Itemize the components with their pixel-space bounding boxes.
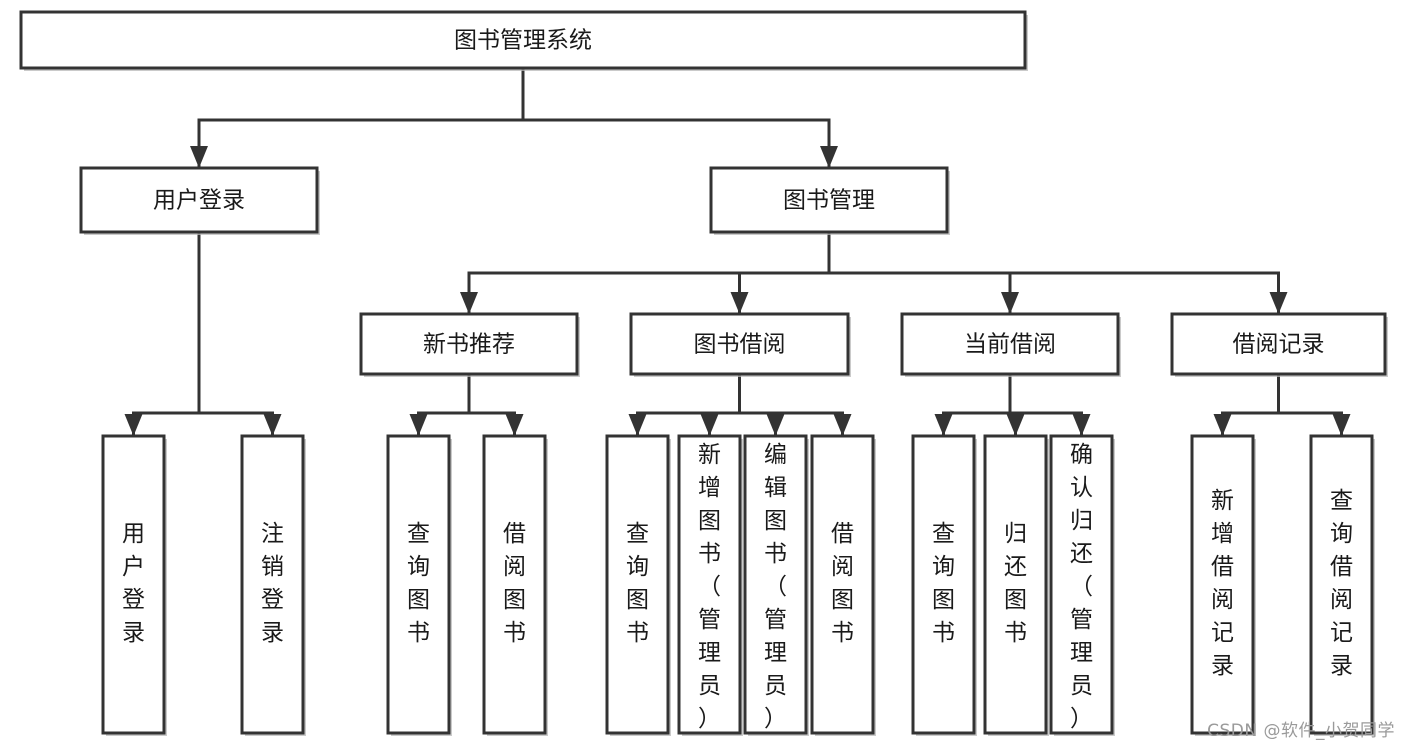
node-book-borrow[interactable]: 图书借阅 [629, 312, 851, 377]
arrowhead-to-leaf-user-logout [263, 414, 282, 436]
node-book-management[interactable]: 图书管理 [709, 166, 950, 235]
arrowhead-to-leaf-add-book [700, 414, 719, 436]
node-new-book-recommend[interactable]: 新书推荐 [359, 312, 580, 377]
node-label: 新书推荐 [423, 332, 515, 358]
node-leaf-add-borrow-record[interactable]: 新增借阅记录 [1190, 434, 1256, 736]
connector-layer [124, 66, 1351, 437]
node-label: 查询图书 [626, 521, 649, 646]
arrowhead-to-borrow-record [1269, 292, 1288, 314]
arrowhead-to-leaf-query-borrow-record [1332, 414, 1351, 436]
arrowhead-to-leaf-borrow-book-1 [505, 414, 524, 436]
arrowhead-to-leaf-return-book [1006, 414, 1025, 436]
node-rect[interactable] [101, 434, 166, 735]
node-label: 查询图书 [932, 521, 955, 646]
node-leaf-add-book[interactable]: 新增图书（管理员） [677, 434, 743, 736]
arrowhead-to-leaf-add-borrow-record [1213, 414, 1232, 436]
node-leaf-borrow-book-1[interactable]: 借阅图书 [482, 434, 548, 736]
node-rect[interactable] [1309, 434, 1374, 735]
arrowhead-to-user-login [190, 146, 208, 168]
node-layer: 图书管理系统用户登录图书管理新书推荐图书借阅当前借阅借阅记录用户登录注销登录查询… [19, 10, 1388, 736]
node-label: 图书管理 [783, 188, 875, 214]
node-label: 图书借阅 [694, 332, 786, 358]
arrowhead-to-leaf-query-book-2 [628, 414, 647, 436]
node-label: 注销登录 [261, 521, 284, 646]
node-leaf-borrow-book-2[interactable]: 借阅图书 [810, 434, 876, 736]
arrowhead-to-leaf-query-book-3 [934, 414, 953, 436]
node-label: 确认归还（管理员） [1070, 442, 1093, 732]
arrowhead-to-book-borrow [730, 292, 749, 314]
node-rect[interactable] [743, 434, 808, 735]
arrowhead-to-leaf-confirm-return [1072, 414, 1091, 436]
node-leaf-confirm-return[interactable]: 确认归还（管理员） [1049, 434, 1115, 736]
node-rect[interactable] [1049, 434, 1114, 735]
node-rect[interactable] [810, 434, 875, 735]
node-leaf-edit-book[interactable]: 编辑图书（管理员） [743, 434, 809, 736]
node-label: 新增图书（管理员） [698, 442, 721, 732]
node-leaf-user-logout[interactable]: 注销登录 [240, 434, 306, 736]
node-label: 新增借阅记录 [1211, 488, 1234, 679]
node-rect[interactable] [709, 166, 949, 234]
node-rect[interactable] [19, 10, 1027, 70]
node-rect[interactable] [1190, 434, 1255, 735]
node-rect[interactable] [79, 166, 319, 234]
node-label: 归还图书 [1004, 521, 1027, 646]
node-rect[interactable] [605, 434, 670, 735]
node-rect[interactable] [983, 434, 1048, 735]
node-leaf-query-book-2[interactable]: 查询图书 [605, 434, 671, 736]
node-leaf-return-book[interactable]: 归还图书 [983, 434, 1049, 736]
node-current-borrow[interactable]: 当前借阅 [900, 312, 1121, 377]
arrowhead-to-current-borrow [1001, 292, 1019, 314]
node-label: 借阅图书 [831, 521, 854, 646]
arrowhead-to-leaf-edit-book [766, 414, 785, 436]
node-rect[interactable] [900, 312, 1120, 376]
node-borrow-record[interactable]: 借阅记录 [1170, 312, 1388, 377]
node-label: 查询图书 [407, 521, 430, 646]
node-label: 用户登录 [122, 521, 145, 646]
node-rect[interactable] [1170, 312, 1387, 376]
node-label: 查询借阅记录 [1330, 488, 1353, 679]
arrowhead-to-leaf-query-book-1 [409, 414, 428, 436]
node-leaf-query-book-3[interactable]: 查询图书 [911, 434, 977, 736]
node-leaf-query-book-1[interactable]: 查询图书 [386, 434, 452, 736]
arrowhead-to-leaf-user-login [124, 414, 143, 436]
node-rect[interactable] [386, 434, 451, 735]
node-label: 借阅记录 [1233, 332, 1325, 358]
node-rect[interactable] [240, 434, 305, 735]
node-label: 用户登录 [153, 188, 245, 214]
arrowhead-to-leaf-borrow-book-2 [833, 414, 852, 436]
node-label: 当前借阅 [964, 332, 1056, 358]
node-leaf-user-login[interactable]: 用户登录 [101, 434, 167, 736]
node-user-login[interactable]: 用户登录 [79, 166, 320, 235]
watermark-text: CSDN @软件_小贺同学 [1207, 721, 1395, 741]
node-rect[interactable] [677, 434, 742, 735]
arrowhead-to-book-management [820, 146, 838, 168]
arrowhead-to-new-book-recommend [460, 292, 478, 314]
node-rect[interactable] [911, 434, 976, 735]
node-label: 图书管理系统 [454, 28, 592, 54]
node-leaf-query-borrow-record[interactable]: 查询借阅记录 [1309, 434, 1375, 736]
node-rect[interactable] [629, 312, 850, 376]
node-label: 编辑图书（管理员） [764, 442, 787, 732]
node-root[interactable]: 图书管理系统 [19, 10, 1028, 71]
node-rect[interactable] [482, 434, 547, 735]
node-label: 借阅图书 [503, 521, 526, 646]
node-rect[interactable] [359, 312, 579, 376]
